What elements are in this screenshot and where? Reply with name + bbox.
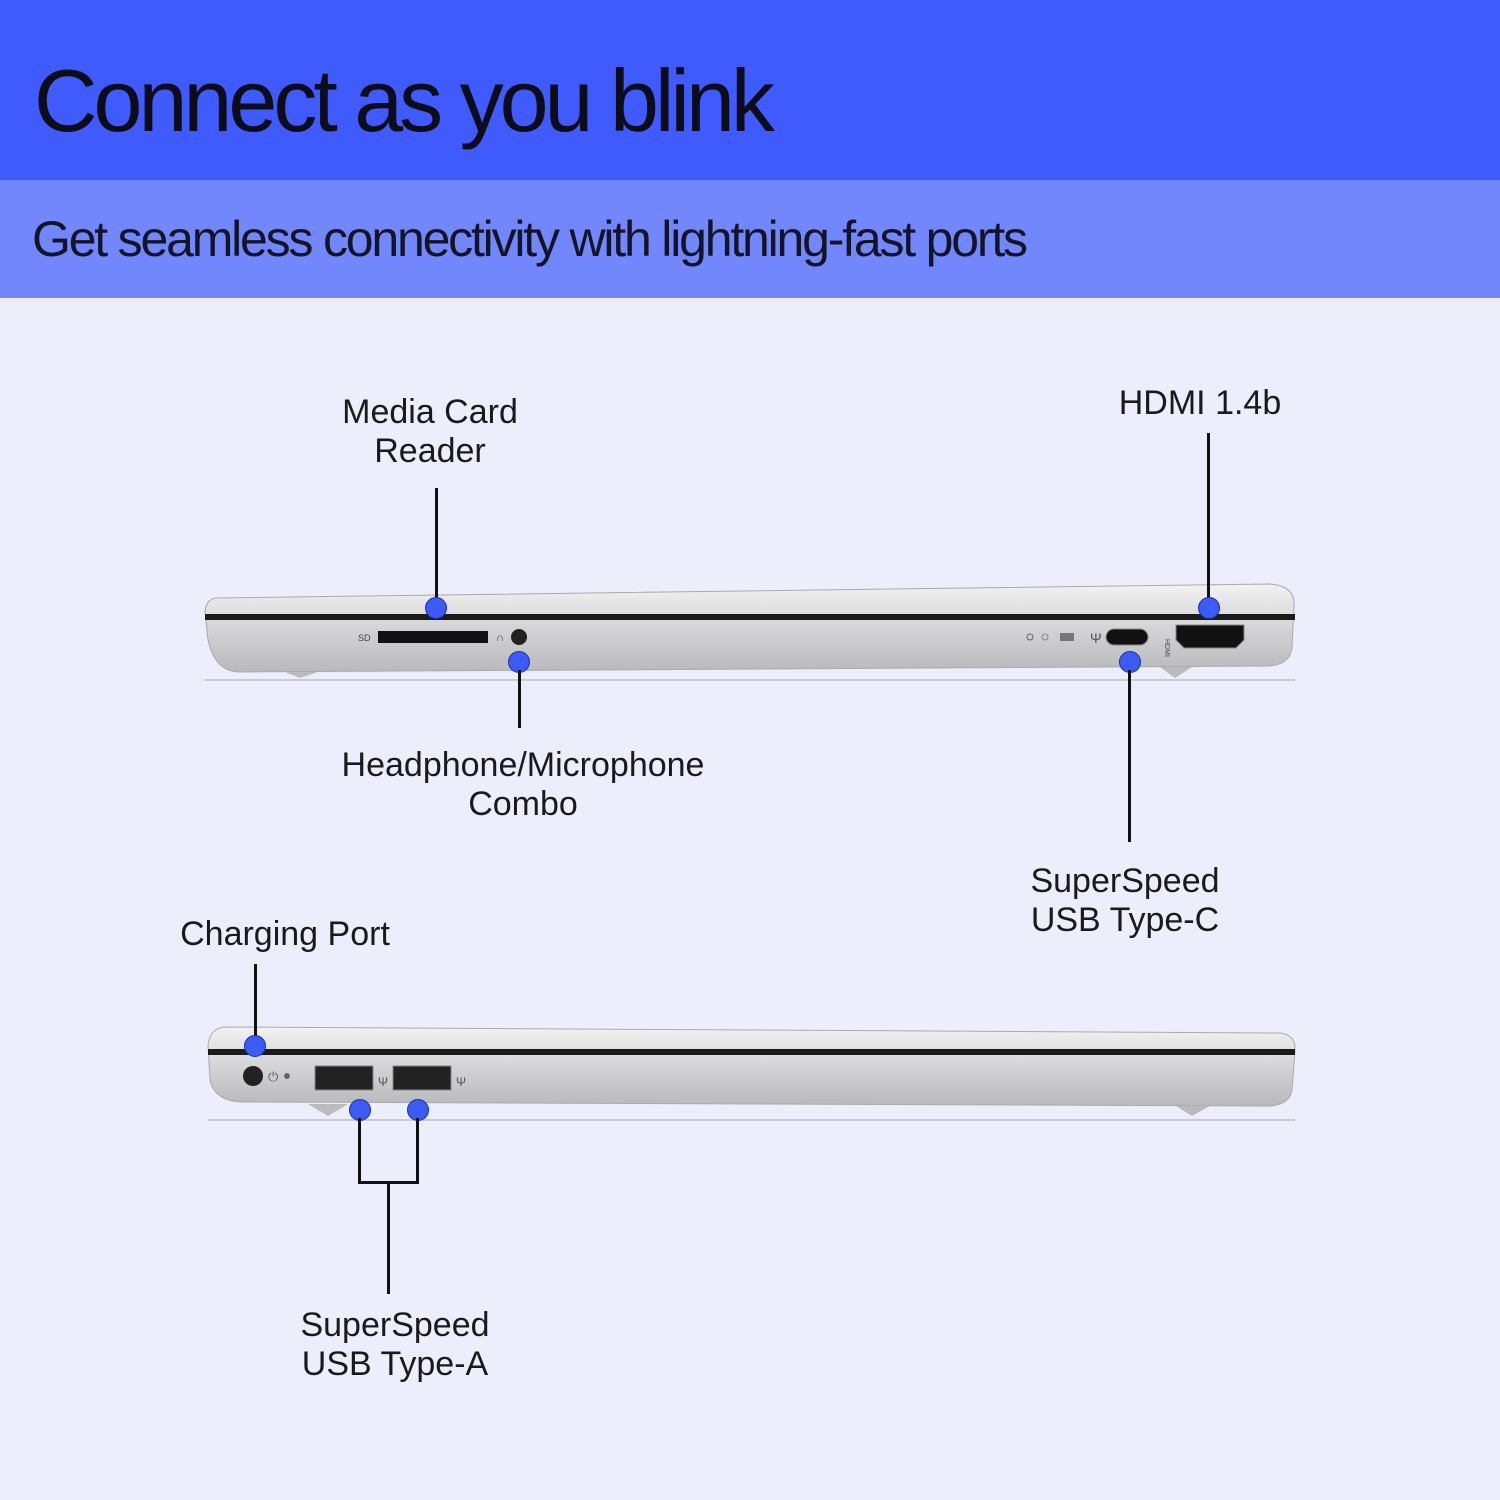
callout-line — [358, 1118, 361, 1183]
sd-card-slot — [378, 631, 488, 643]
subheader-band — [0, 180, 1500, 298]
charging-port — [243, 1066, 263, 1086]
callout-line — [416, 1118, 419, 1183]
callout-line — [518, 670, 521, 728]
status-icon — [1060, 633, 1074, 641]
callout-text: USB Type-C — [1030, 901, 1220, 939]
callout-text: SuperSpeed — [1030, 862, 1220, 900]
audio-jack — [511, 629, 527, 645]
callout-text: Media Card — [342, 393, 518, 431]
page-title: Connect as you blink — [34, 51, 775, 150]
callout-text: Headphone/Microphone — [341, 746, 705, 784]
callout-usb-type-a: SuperSpeed USB Type-A — [270, 1306, 520, 1384]
header-band — [0, 0, 1500, 180]
callout-text: Reader — [374, 432, 486, 470]
headphone-icon: ∩ — [496, 632, 504, 644]
callout-text: Charging Port — [180, 915, 390, 953]
lid-seam — [205, 614, 1295, 620]
svg-text:HDMI: HDMI — [1163, 639, 1170, 657]
callout-line — [254, 964, 257, 1044]
callout-line — [435, 488, 438, 606]
laptop-right-side-view: SD ∩ Ψ HDMI — [204, 583, 1295, 681]
usb-a-port-1 — [314, 1065, 374, 1091]
hdmi-port — [1175, 624, 1245, 649]
usb-a-port-2 — [392, 1065, 452, 1091]
usb-ss-icon: Ψ — [378, 1075, 388, 1089]
power-plug-icon: ⏻ — [268, 1069, 278, 1084]
callout-dot-media-card — [425, 597, 447, 619]
power-led-icon — [1026, 633, 1034, 641]
usb-c-port — [1105, 628, 1149, 646]
callout-text: SuperSpeed — [300, 1306, 490, 1344]
callout-line — [387, 1181, 390, 1294]
callout-hdmi: HDMI 1.4b — [1100, 384, 1300, 423]
callout-text: HDMI 1.4b — [1118, 384, 1282, 422]
sd-marking: SD — [358, 633, 371, 643]
callout-headphone-mic-combo: Headphone/Microphone Combo — [273, 746, 773, 824]
callout-usb-type-c: SuperSpeed USB Type-C — [1000, 862, 1250, 940]
page-subtitle: Get seamless connectivity with lightning… — [32, 211, 1028, 267]
usb-ss-icon: Ψ — [456, 1075, 466, 1089]
callout-charging-port: Charging Port — [160, 915, 410, 954]
usb-icon: Ψ — [1090, 630, 1102, 646]
callout-line — [1128, 670, 1131, 842]
callout-dot-hdmi — [1198, 597, 1220, 619]
lid-seam — [208, 1049, 1295, 1055]
callout-media-card-reader: Media Card Reader — [330, 393, 530, 471]
callout-line — [1207, 433, 1210, 605]
callout-text: USB Type-A — [301, 1345, 489, 1383]
callout-text: Combo — [468, 785, 578, 823]
callout-dot-charging — [244, 1035, 266, 1057]
laptop-left-side-view: ⏻ Ψ Ψ — [207, 1026, 1296, 1121]
